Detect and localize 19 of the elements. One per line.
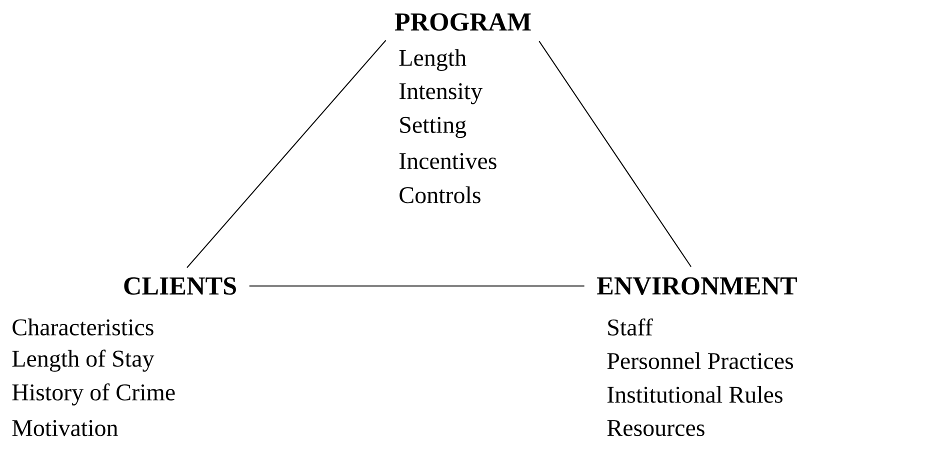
- list-item: Institutional Rules: [607, 386, 782, 403]
- list-item: Resources: [607, 420, 704, 436]
- list-item: History of Crime: [12, 383, 175, 406]
- list-item: Motivation: [12, 420, 118, 436]
- list-item: Characteristics: [12, 318, 154, 336]
- list-item: Intensity: [399, 83, 483, 104]
- connector-line: [538, 40, 692, 268]
- list-item: Controls: [400, 186, 480, 204]
- connector-line: [186, 40, 386, 268]
- heading: ENVIRONMENT: [597, 277, 797, 295]
- list-item: Length: [399, 49, 466, 71]
- connector-line: [249, 285, 584, 287]
- list-item: Incentives: [399, 153, 496, 170]
- heading: CLIENTS: [124, 277, 236, 295]
- list-item: Staff: [608, 318, 653, 336]
- list-item: Setting: [400, 116, 466, 138]
- heading: PROGRAM: [394, 13, 531, 31]
- list-item: Length of Stay: [12, 350, 154, 372]
- list-item: Personnel Practices: [607, 352, 794, 370]
